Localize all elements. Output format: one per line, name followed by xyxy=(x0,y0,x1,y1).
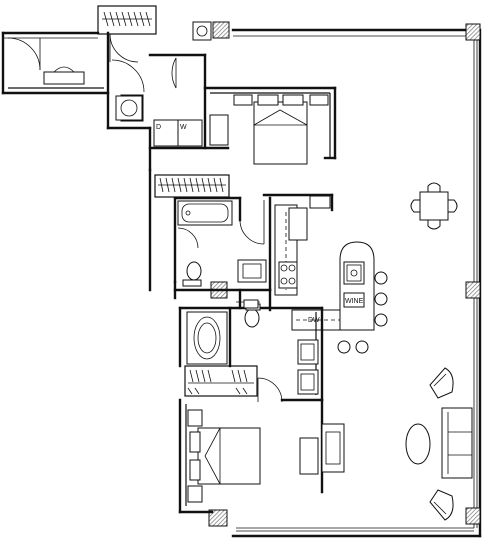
top-closet xyxy=(97,5,157,63)
dining-set xyxy=(410,182,458,230)
washer-icon xyxy=(177,119,203,147)
dining-table-icon xyxy=(419,191,449,221)
refrigerator-icon xyxy=(288,207,308,241)
bathroom-2 xyxy=(173,193,334,292)
sofa-icon xyxy=(441,407,473,479)
master-closet xyxy=(184,365,258,397)
toilet-icon xyxy=(244,308,260,328)
toilet-icon xyxy=(186,261,202,281)
sink-icon xyxy=(343,261,365,285)
kitchen-island xyxy=(339,241,375,331)
hall-laundry: D W xyxy=(106,53,230,172)
dishwasher-label: DW xyxy=(308,317,320,324)
armchair-icon xyxy=(429,367,454,399)
master-tub-icon xyxy=(186,311,228,365)
dryer-icon xyxy=(153,119,179,147)
bathtub-icon xyxy=(177,200,233,226)
partition-walls xyxy=(173,193,334,310)
bed-icon xyxy=(253,101,308,165)
entry-foyer xyxy=(1,31,110,130)
armchair-icon xyxy=(429,489,454,521)
master-bedroom xyxy=(178,398,345,514)
coffee-table-icon xyxy=(405,423,431,465)
master-bed-icon xyxy=(197,427,261,485)
bedroom-2 xyxy=(148,86,337,292)
living-room xyxy=(405,367,473,521)
hvac-unit xyxy=(192,21,212,41)
wine-label: WINE xyxy=(345,298,364,305)
dryer-label: D xyxy=(156,124,161,131)
kitchen: DW WINE xyxy=(268,195,388,354)
range-icon xyxy=(278,261,298,289)
washer-label: W xyxy=(180,124,187,131)
